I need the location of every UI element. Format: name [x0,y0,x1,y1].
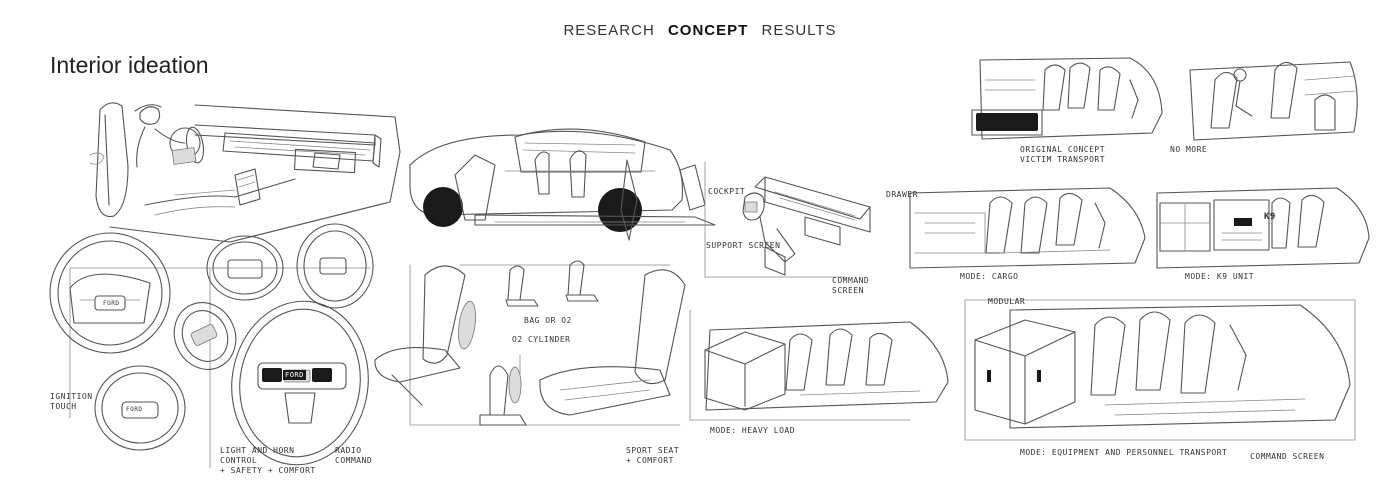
note-cockpit: COCKPIT [708,187,746,196]
sketch-interior-person [1185,50,1365,150]
note-o2-cylinder: O2 CYLINDER [512,335,571,344]
top-nav: RESEARCH CONCEPT RESULTS [0,22,1400,39]
page-title: Interior ideation [50,52,209,78]
note-mode-k9: MODE: K9 UNIT [1185,272,1255,281]
sketch-mode-cargo [900,178,1148,270]
note-radio: RADIO COMMAND [335,446,373,465]
note-ford-badge-2: FORD [126,406,143,413]
sketch-seats [370,255,690,435]
note-ford-badge-3: FORD [283,370,306,380]
sketch-cockpit-module [705,162,880,282]
note-command-screen: COMMAND SCREEN [832,276,870,295]
note-bag-or-o2: BAG OR O2 [524,316,572,325]
sketch-original-concept [960,50,1170,150]
note-command-screen-2: COMMAND SCREEN [1250,452,1325,461]
note-ford-badge-1: FORD [103,300,120,307]
note-original-concept: ORIGINAL CONCEPT VICTIM TRANSPORT [1020,145,1106,164]
nav-research[interactable]: RESEARCH [563,22,655,39]
sketch-mode-heavy-load [690,310,952,420]
note-sport-seat: SPORT SEAT + COMFORT [626,446,680,465]
note-mode-equipment: MODE: EQUIPMENT AND PERSONNEL TRANSPORT [1020,448,1228,457]
nav-results[interactable]: RESULTS [761,22,837,39]
note-ignition: IGNITION TOUCH [50,392,93,411]
sketch-dashboard [85,85,400,245]
sketch-car-open-doors [405,115,725,245]
nav-concept[interactable]: CONCEPT [667,22,749,39]
note-k9-label: K9 [1264,212,1276,222]
sketch-steering-wheels [40,228,385,473]
sketch-mode-equipment [965,285,1365,445]
note-mode-heavy: MODE: HEAVY LOAD [710,426,796,435]
note-no-more: NO MORE [1170,145,1208,154]
note-light-horn: LIGHT AND HORN CONTROL + SAFETY + COMFOR… [220,446,316,475]
note-drawer: DRAWER [886,190,918,199]
note-mode-cargo: MODE: CARGO [960,272,1019,281]
note-support-screen: SUPPORT SCREEN [706,241,781,250]
sketch-mode-k9 [1152,178,1374,270]
note-modular: MODULAR [988,297,1026,306]
